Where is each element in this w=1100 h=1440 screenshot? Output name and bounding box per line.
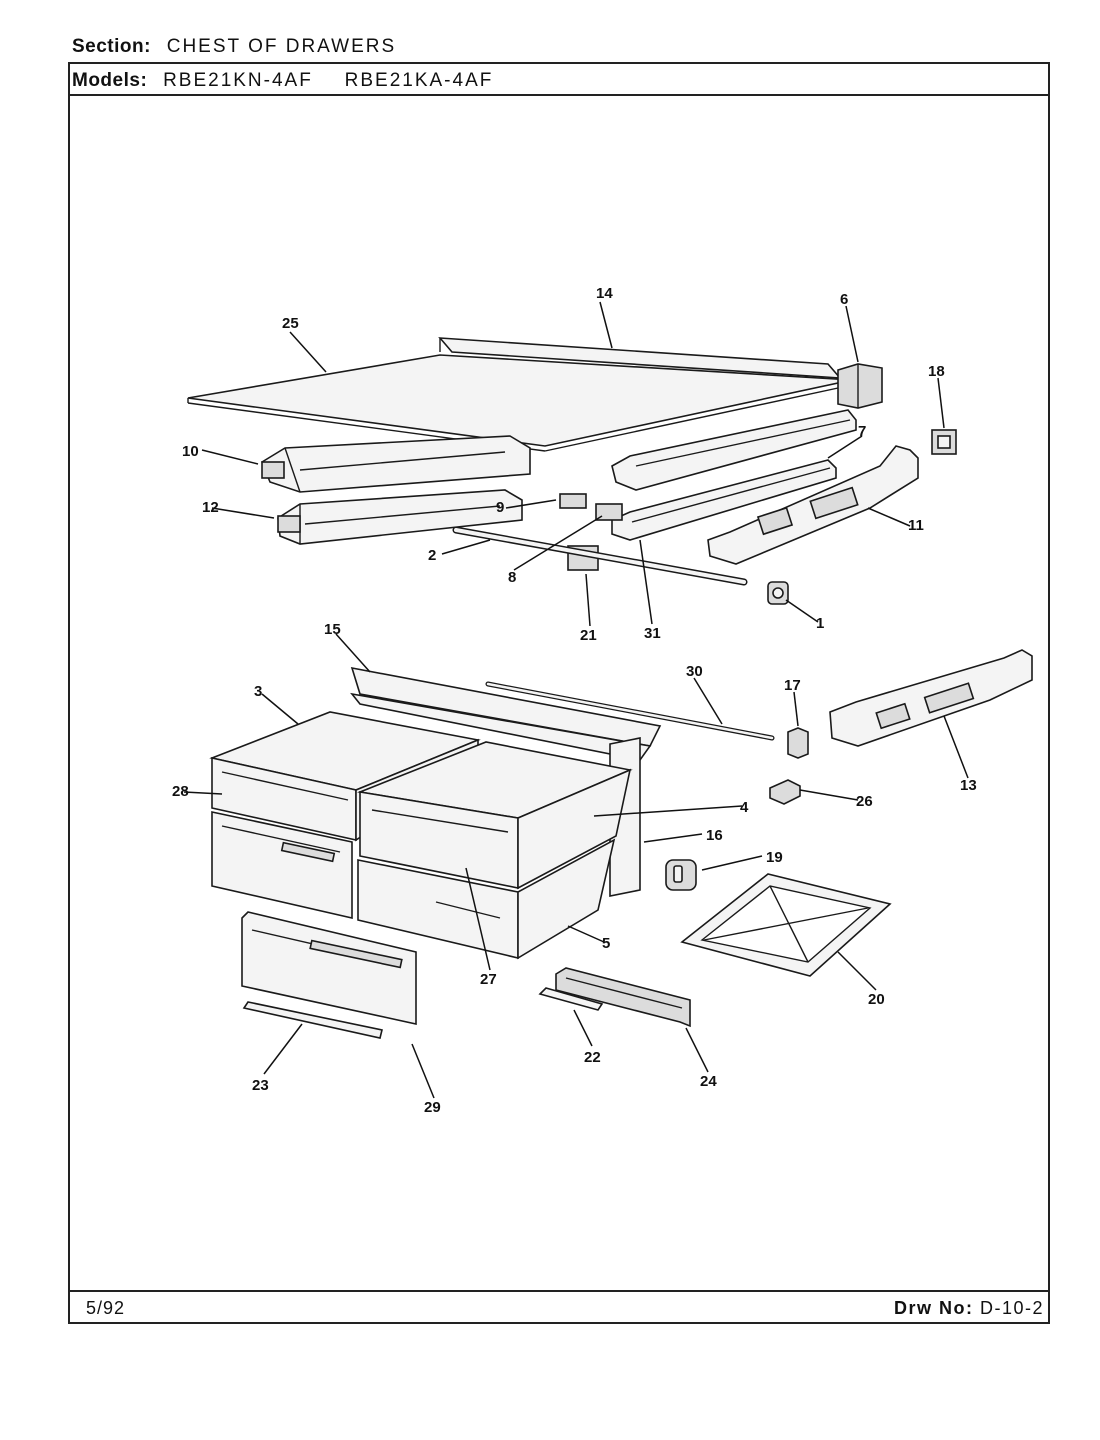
part-29-grille [309, 939, 403, 969]
part-29-front-panel [241, 911, 417, 1025]
part-6-corner-bracket [837, 363, 883, 409]
header-divider [68, 94, 1050, 96]
section-label: Section: [72, 36, 151, 57]
callout-4: 4 [740, 799, 749, 816]
part-1-bushing-hole [772, 587, 784, 599]
part-24-slide-track [555, 967, 691, 1028]
part-9-block [559, 493, 587, 509]
callout-14: 14 [596, 285, 613, 302]
callout-20: 20 [868, 991, 885, 1008]
part-26-cam [769, 779, 801, 805]
callout-6: 6 [840, 291, 848, 308]
part-11-slot-b [809, 486, 859, 520]
callout-19: 19 [766, 849, 783, 866]
drawing-frame [68, 62, 1050, 1324]
callout-12: 12 [202, 499, 219, 516]
part-12-left-lower-rail [277, 489, 523, 545]
callout-24: 24 [700, 1073, 717, 1090]
callout-9: 9 [496, 499, 504, 516]
part-28-grille [280, 841, 336, 863]
part-28-left-lower-drawer [211, 811, 353, 920]
models-header: Models: RBE21KN-4AF RBE21KA-4AF [72, 70, 493, 92]
part-18-clip-window [937, 435, 951, 449]
part-19-latch-knob [673, 865, 683, 883]
callout-3: 3 [254, 683, 262, 700]
callout-21: 21 [580, 627, 597, 644]
callout-15: 15 [324, 621, 341, 638]
callout-22: 22 [584, 1049, 601, 1066]
part-5-drawer-side [517, 838, 616, 960]
callout-11: 11 [908, 517, 924, 534]
callout-18: 18 [928, 363, 945, 380]
callout-13: 13 [960, 777, 977, 794]
callout-8: 8 [508, 569, 516, 586]
callout-5: 5 [602, 935, 610, 952]
part-7-right-slide-rail [611, 459, 837, 541]
callout-30: 30 [686, 663, 703, 680]
part-12-rail-end [277, 515, 301, 533]
callout-23: 23 [252, 1077, 269, 1094]
part-23-trim-strip [242, 1001, 383, 1039]
section-header: Section: CHEST OF DRAWERS [72, 36, 396, 58]
models-label: Models: [72, 70, 148, 91]
drawing-number-block: Drw No: D-10-2 [894, 1298, 1044, 1319]
part-8-block [595, 503, 623, 521]
section-title: CHEST OF DRAWERS [166, 36, 397, 57]
leader-lines [183, 301, 969, 1099]
callout-10: 10 [182, 443, 199, 460]
part-13-slot-a [875, 702, 911, 730]
callout-2: 2 [428, 547, 436, 564]
callout-1: 1 [816, 615, 824, 632]
callout-28: 28 [172, 783, 189, 800]
part-10-left-upper-rail [261, 435, 531, 493]
callout-29: 29 [424, 1099, 441, 1116]
part-10-rail-end [261, 461, 285, 479]
part-right-upper-rail [611, 409, 857, 491]
callout-31: 31 [644, 625, 661, 642]
part-4-drawer-side [517, 768, 632, 890]
callout-16: 16 [706, 827, 723, 844]
part-11-slot-a [756, 506, 794, 536]
drawing-date: 5/92 [86, 1298, 126, 1318]
footer-divider [68, 1290, 1050, 1292]
part-17-clip [787, 727, 809, 759]
callout-25: 25 [282, 315, 299, 332]
callout-27: 27 [480, 971, 497, 988]
drawing-number: D-10-2 [979, 1298, 1044, 1318]
callout-17: 17 [784, 677, 801, 694]
callout-26: 26 [856, 793, 873, 810]
model-number-1: RBE21KN-4AF [163, 70, 313, 91]
callout-7: 7 [858, 423, 866, 440]
part-13-slot-b [923, 682, 975, 714]
part-22-small-strip [538, 987, 604, 1011]
model-number-2: RBE21KA-4AF [344, 70, 494, 91]
drawing-number-label: Drw No: [893, 1298, 974, 1318]
